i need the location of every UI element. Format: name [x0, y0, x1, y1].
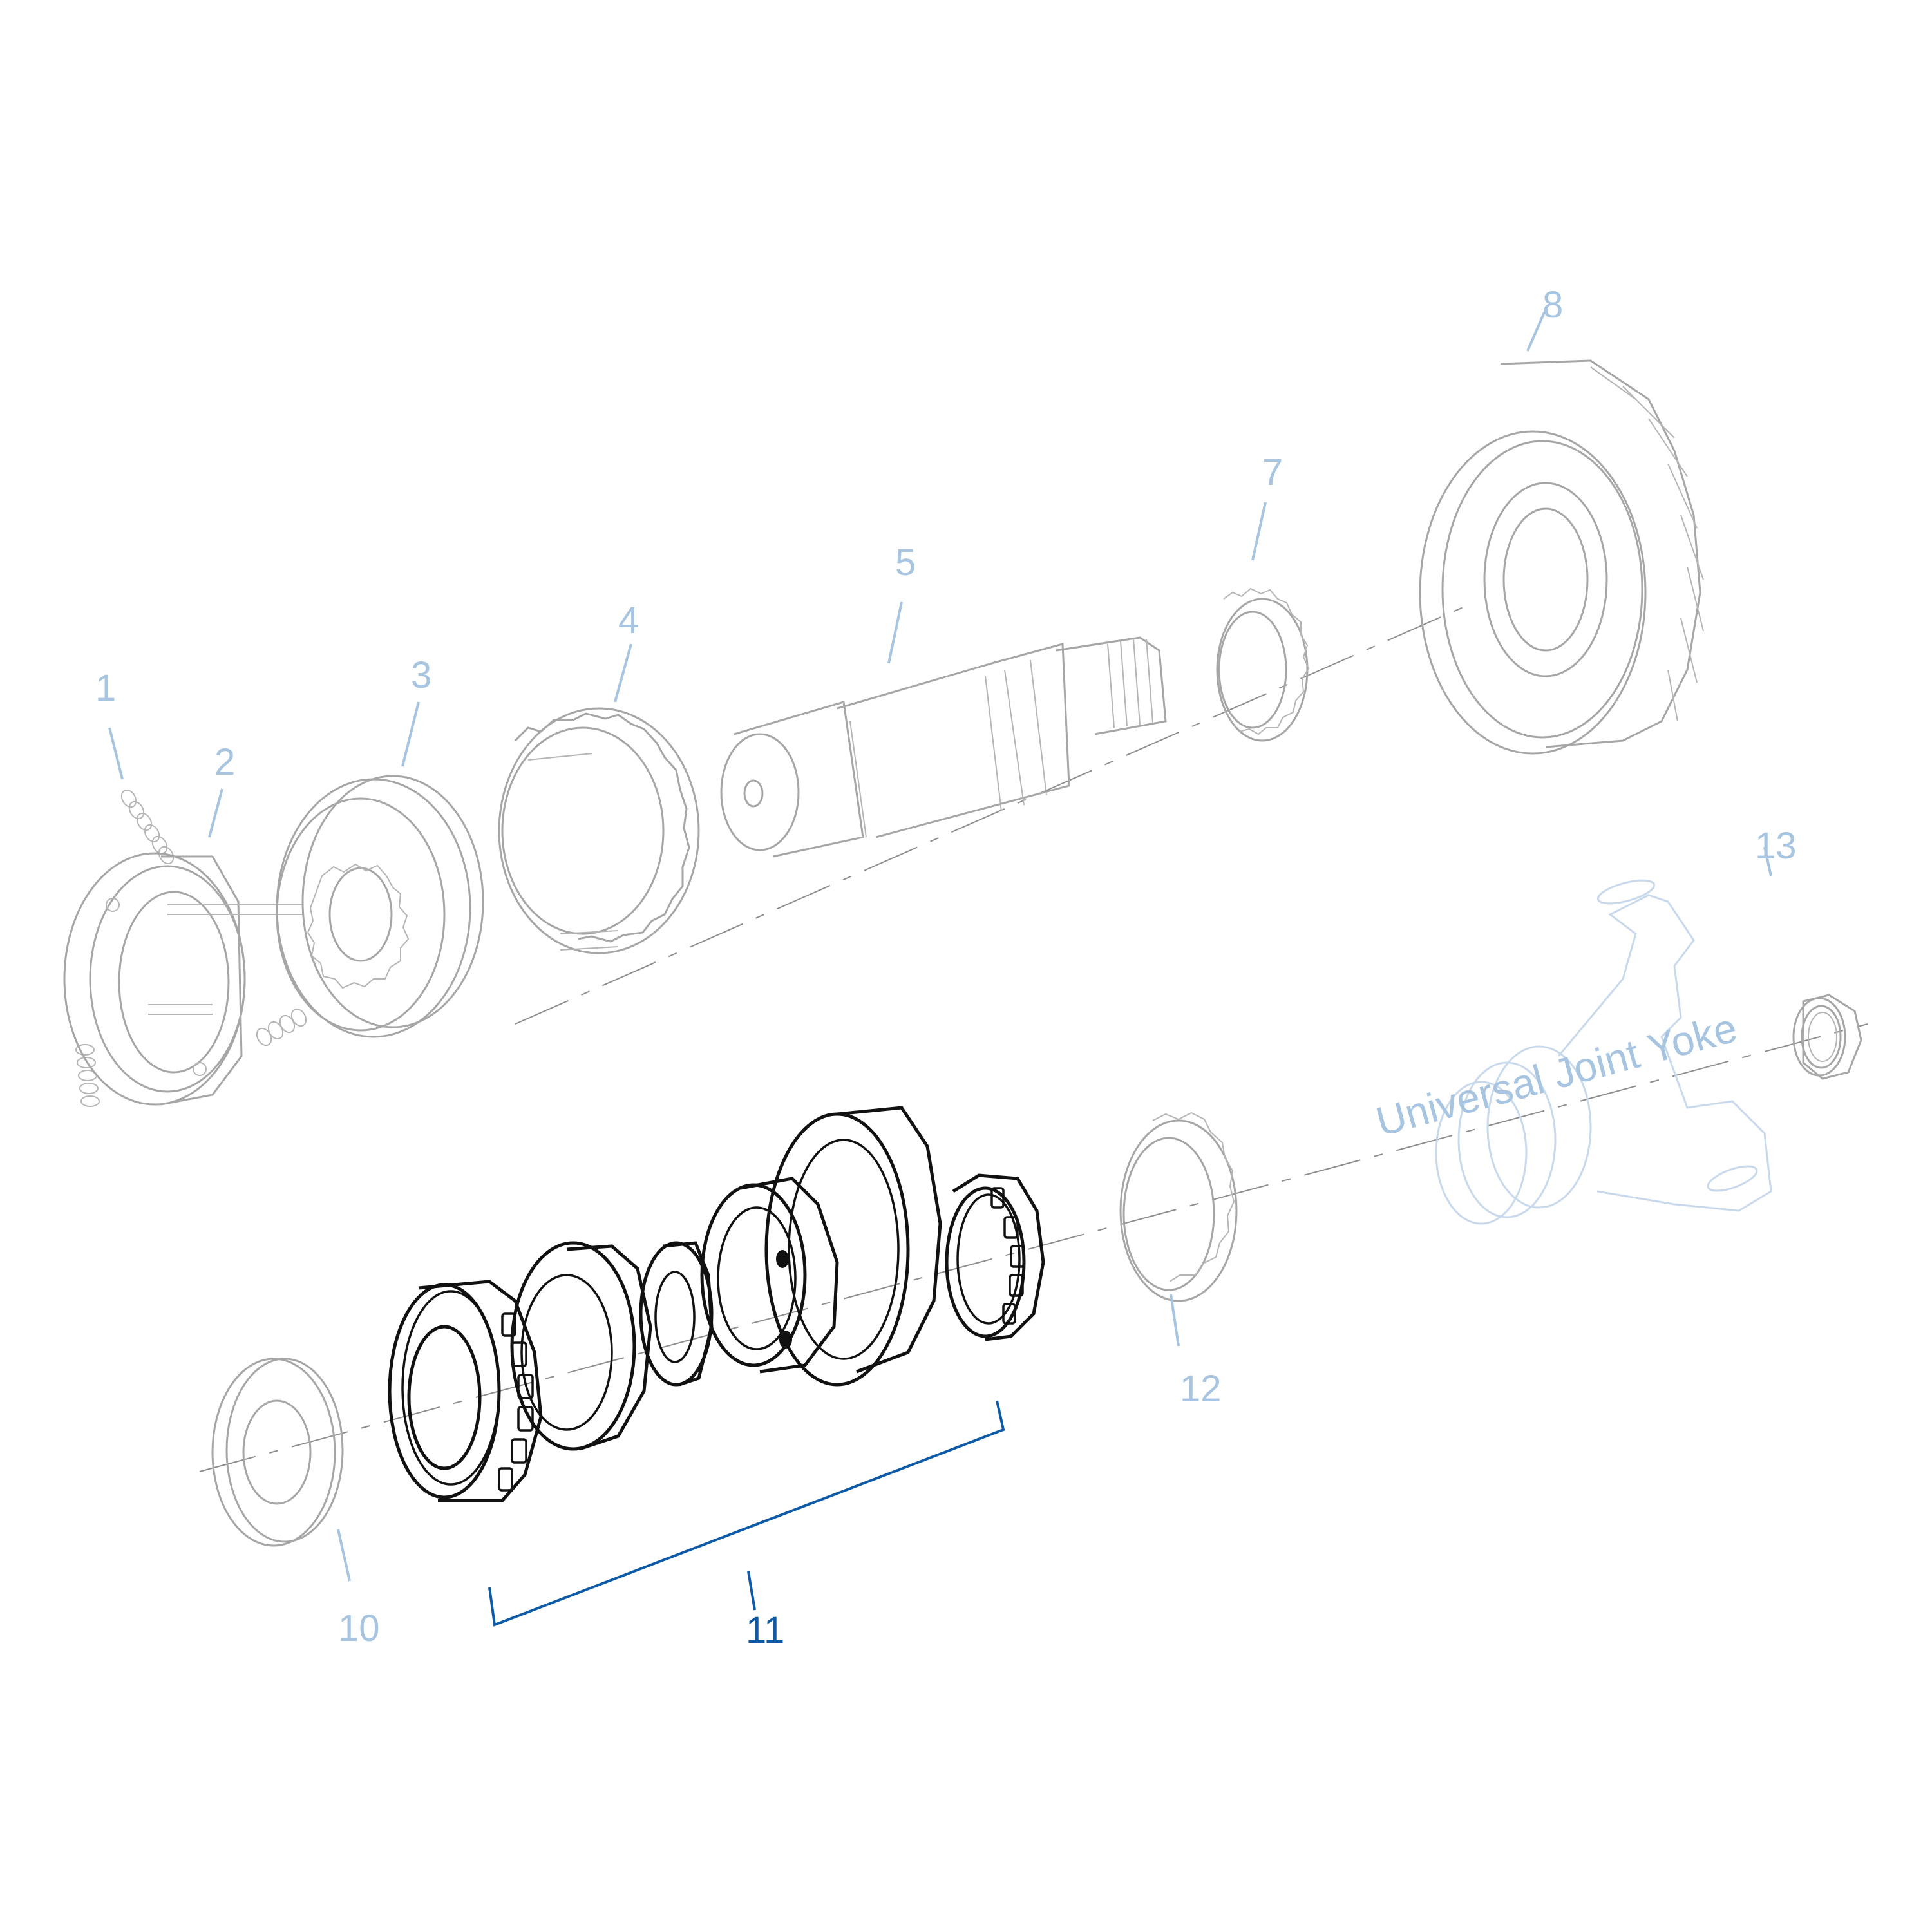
callout-5[interactable]: 5 — [895, 542, 916, 583]
callout-1[interactable]: 1 — [95, 667, 117, 709]
callout-3[interactable]: 3 — [411, 654, 432, 696]
callout-7[interactable]: 7 — [1262, 451, 1283, 493]
callout-11[interactable]: 11 — [746, 1609, 785, 1651]
callout-10[interactable]: 10 — [338, 1607, 380, 1649]
part-3-clutch-hub[interactable] — [276, 775, 484, 1038]
part-11-bearing-assembly[interactable] — [388, 1106, 1045, 1502]
part-11-bracket — [488, 1400, 1005, 1627]
part-2-pin-plate[interactable] — [63, 852, 303, 1106]
center-axis-upper — [515, 601, 1475, 1025]
part-5-output-shaft[interactable] — [720, 636, 1167, 858]
callout-4[interactable]: 4 — [618, 600, 639, 641]
callout-2[interactable]: 2 — [214, 741, 236, 783]
part-10-thrust-washer[interactable] — [211, 1358, 344, 1547]
universal-joint-yoke[interactable] — [1435, 876, 1772, 1225]
leader-lines — [108, 312, 1772, 1582]
callout-13[interactable]: 13 — [1755, 825, 1797, 867]
part-12-lock-ring[interactable] — [1119, 1112, 1238, 1302]
callout-8[interactable]: 8 — [1542, 284, 1564, 326]
center-axis-lower — [199, 1023, 1868, 1472]
part-7-thrust-ring[interactable] — [1216, 587, 1310, 742]
part-1-spring-top[interactable] — [118, 788, 176, 866]
callout-12[interactable]: 12 — [1180, 1368, 1222, 1410]
part-8-drive-gear[interactable] — [1419, 359, 1704, 755]
part-4-synchro-ring[interactable] — [498, 707, 700, 954]
part-13-yoke-nut[interactable] — [1792, 994, 1862, 1080]
part-1-spring-mid[interactable] — [254, 1007, 308, 1048]
